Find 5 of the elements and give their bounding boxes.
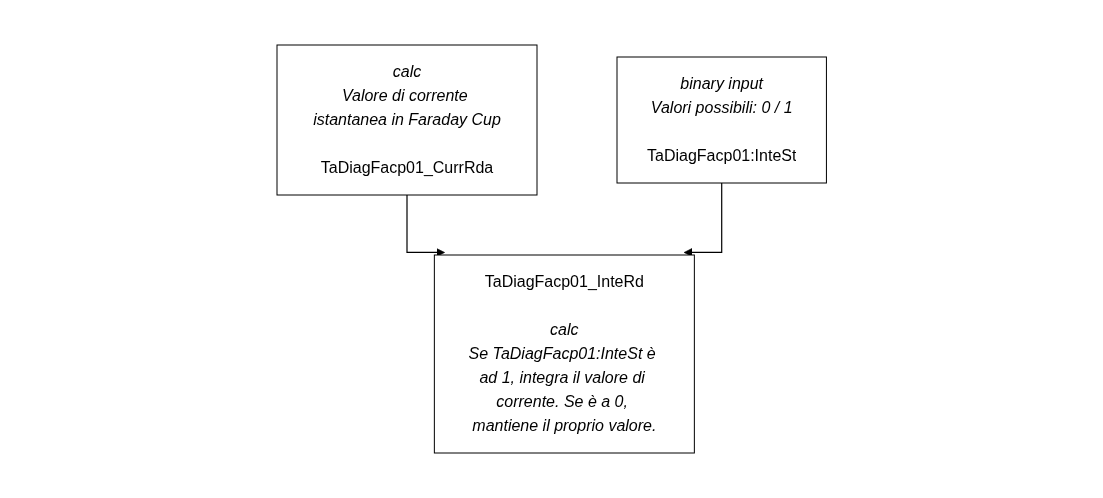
arrow — [406, 194, 445, 257]
node-box: binary input Valori possibili: 0 / 1 TaDiagFacp01:InteSt — [616, 56, 827, 184]
node-box: calc Valore di corrente istantanea in Faraday Cup TaDiagFacp01_CurrRda — [276, 44, 538, 196]
arrow — [683, 182, 723, 257]
node-box: TaDiagFacp01_InteRd calc Se TaDiagFacp01:InteSt è ad 1, integra il valore di corrente. Se è a 0, mantiene il proprio valore. — [433, 254, 695, 454]
